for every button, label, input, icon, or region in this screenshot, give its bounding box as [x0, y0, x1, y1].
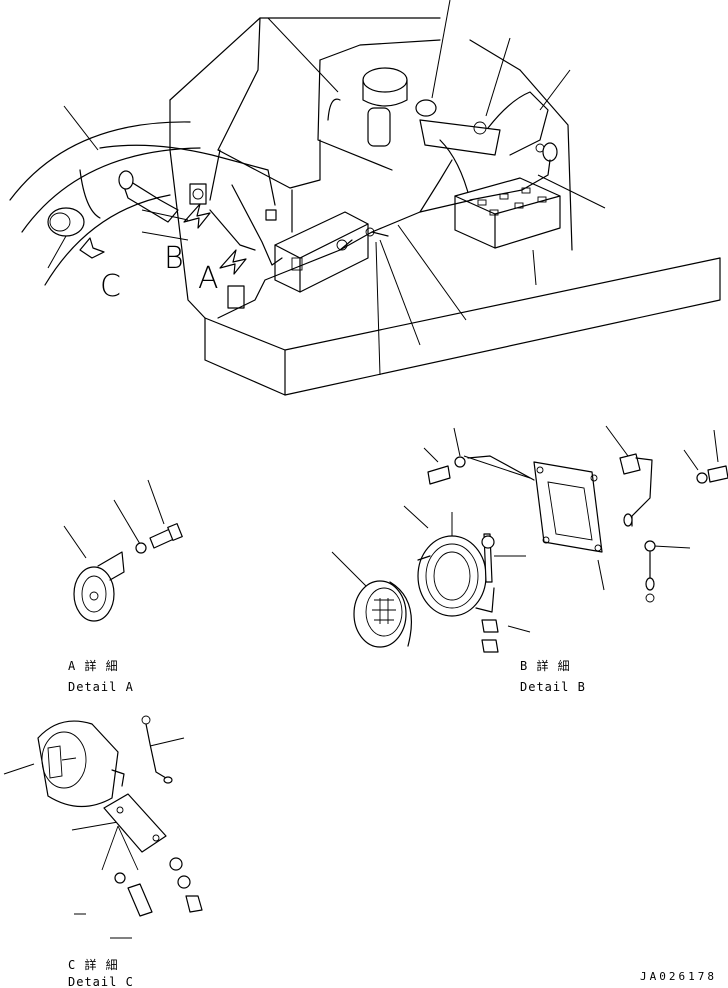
detail-c-view: C 詳 細 Detail C: [3, 715, 203, 988]
detail-c-caption-ja: C 詳 細: [68, 957, 119, 972]
detail-a-caption-ja: A 詳 細: [68, 658, 119, 673]
callout-b: B: [164, 241, 184, 276]
drawing-id: JA026178: [640, 970, 717, 983]
detail-b-caption-ja: B 詳 細: [520, 658, 571, 673]
callout-a: A: [198, 261, 219, 296]
detail-a-caption-en: Detail A: [68, 680, 134, 694]
callout-c: C: [100, 269, 121, 304]
detail-b-view: B 詳 細 Detail B: [331, 425, 728, 694]
main-machine-view: B A C: [9, 0, 721, 396]
detail-a-view: A 詳 細 Detail A: [63, 479, 183, 694]
detail-b-caption-en: Detail B: [520, 680, 586, 694]
detail-c-caption-en: Detail C: [68, 975, 134, 988]
